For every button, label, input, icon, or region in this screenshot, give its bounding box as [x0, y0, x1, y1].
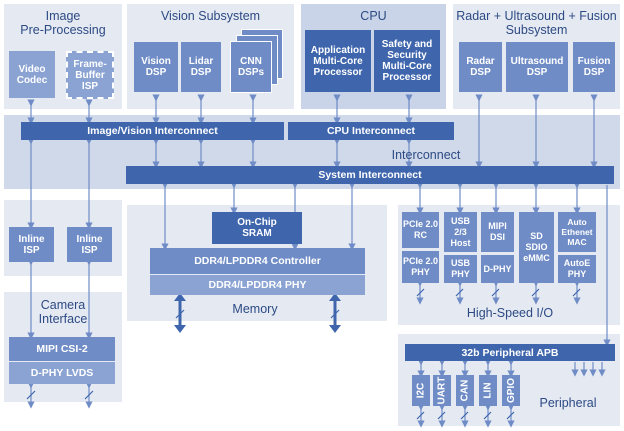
auto-ethernet-mac-block: Auto Ethenet MAC — [558, 212, 596, 252]
vision-subsystem-title: Vision Subsystem — [160, 9, 261, 23]
image-preprocessing-title: Image Pre-Processing — [20, 9, 106, 37]
image-vision-interconnect-bus: Image/Vision Interconnect — [21, 122, 284, 140]
gpio-block: GPIO — [502, 375, 520, 406]
video-codec-block: Video Codec — [9, 51, 55, 98]
peripheral-title: Peripheral — [539, 396, 597, 410]
pcie-rc-block: PCIe 2.0 RC — [402, 212, 439, 248]
inline-isp-block-2: Inline ISP — [67, 227, 112, 262]
uart-block: UART — [433, 375, 451, 406]
vision-dsp-block: Vision DSP — [134, 42, 178, 92]
frame-buffer-isp-block: Frame- Buffer ISP — [66, 51, 114, 99]
high-speed-io-title: High-Speed I/O — [466, 306, 554, 320]
ddr-controller-block: DDR4/LPDDR4 Controller — [150, 248, 365, 274]
application-processor-block: Application Multi-Core Processor — [305, 30, 371, 92]
camera-interface-title: Camera Interface — [38, 298, 88, 326]
gpio-label: GPIO — [505, 377, 517, 404]
onchip-sram-block: On-Chip SRAM — [212, 212, 302, 244]
uart-label: UART — [436, 376, 448, 405]
auto-ethernet-phy-block: AutoE PHY — [558, 255, 596, 283]
lidar-dsp-block: Lidar DSP — [181, 42, 221, 92]
dphy-lvds-block: D-PHY LVDS — [9, 362, 115, 384]
mipi-csi2-block: MIPI CSI-2 — [9, 337, 115, 361]
sd-sdio-emmc-block: SD SDIO eMMC — [519, 212, 554, 283]
cpu-title: CPU — [360, 9, 387, 23]
dphy-block: D-PHY — [481, 255, 514, 283]
radar-fusion-title: Radar + Ultrasound + Fusion Subsystem — [456, 9, 617, 37]
system-interconnect-bus: System Interconnect — [126, 166, 614, 184]
cpu-interconnect-bus: CPU Interconnect — [288, 122, 454, 140]
safety-processor-block: Safety and Security Multi-Core Processor — [374, 30, 440, 92]
interconnect-title: Interconnect — [391, 148, 461, 162]
ultrasound-dsp-block: Ultrasound DSP — [506, 42, 568, 92]
i2c-label: I2C — [415, 382, 427, 399]
radar-dsp-block: Radar DSP — [459, 42, 502, 92]
fusion-dsp-block: Fusion DSP — [573, 42, 615, 92]
can-block: CAN — [456, 375, 474, 406]
ddr-phy-block: DDR4/LPDDR4 PHY — [150, 275, 365, 295]
pcie-phy-block: PCIe 2.0 PHY — [402, 251, 439, 283]
i2c-block: I2C — [412, 375, 430, 406]
cnn-dsps-block: CNN DSPs — [230, 41, 272, 93]
memory-title: Memory — [232, 302, 278, 316]
can-label: CAN — [459, 379, 471, 402]
lin-label: LIN — [482, 382, 494, 399]
usb-host-block: USB 2/3 Host — [444, 212, 477, 252]
inline-isp-block-1: Inline ISP — [9, 227, 54, 262]
mipi-dsi-block: MIPI DSI — [481, 212, 514, 252]
usb-phy-block: USB PHY — [444, 255, 477, 283]
lin-block: LIN — [479, 375, 497, 406]
peripheral-apb-bus: 32b Peripheral APB — [405, 344, 615, 361]
